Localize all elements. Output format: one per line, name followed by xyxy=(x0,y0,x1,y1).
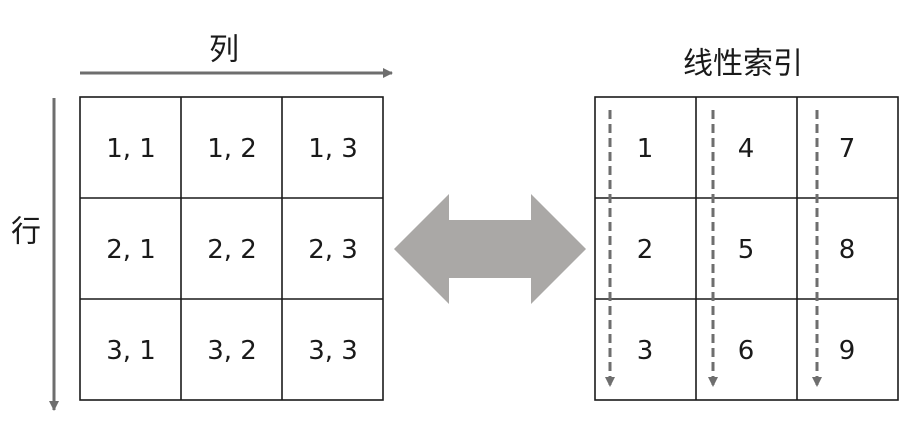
matrix-cell: 2, 1 xyxy=(106,235,156,265)
linear-cell: 6 xyxy=(738,336,755,366)
matrix-cell: 3, 2 xyxy=(207,336,257,366)
columns-label: 列 xyxy=(209,33,239,68)
linear-cell: 2 xyxy=(637,235,654,265)
linear-cell: 9 xyxy=(839,336,856,366)
linear-cell: 7 xyxy=(839,134,856,164)
rows-label: 行 xyxy=(11,215,41,250)
matrix-cell: 1, 1 xyxy=(106,134,156,164)
linear-grid xyxy=(594,96,899,401)
matrix-grid xyxy=(79,96,384,401)
linear-grid-border xyxy=(594,96,899,401)
linear-cell: 4 xyxy=(738,134,755,164)
matrix-cell: 2, 2 xyxy=(207,235,257,265)
matrix-cell: 2, 3 xyxy=(308,235,358,265)
double-arrow-icon xyxy=(394,194,586,304)
matrix-cell: 3, 3 xyxy=(308,336,358,366)
linear-index-label: 线性索引 xyxy=(683,47,803,82)
matrix-grid-border xyxy=(79,96,384,401)
linear-cell: 1 xyxy=(637,134,654,164)
linear-cell: 3 xyxy=(637,336,654,366)
matrix-cell: 3, 1 xyxy=(106,336,156,366)
matrix-cells: 1, 1 1, 2 1, 3 2, 1 2, 2 2, 3 3, 1 3, 2 … xyxy=(106,134,358,366)
linear-cell: 5 xyxy=(738,235,755,265)
column-order-arrows xyxy=(605,110,822,387)
linear-cells: 1 4 7 2 5 8 3 6 9 xyxy=(637,134,856,366)
matrix-cell: 1, 2 xyxy=(207,134,257,164)
matrix-cell: 1, 3 xyxy=(308,134,358,164)
linear-cell: 8 xyxy=(839,235,856,265)
